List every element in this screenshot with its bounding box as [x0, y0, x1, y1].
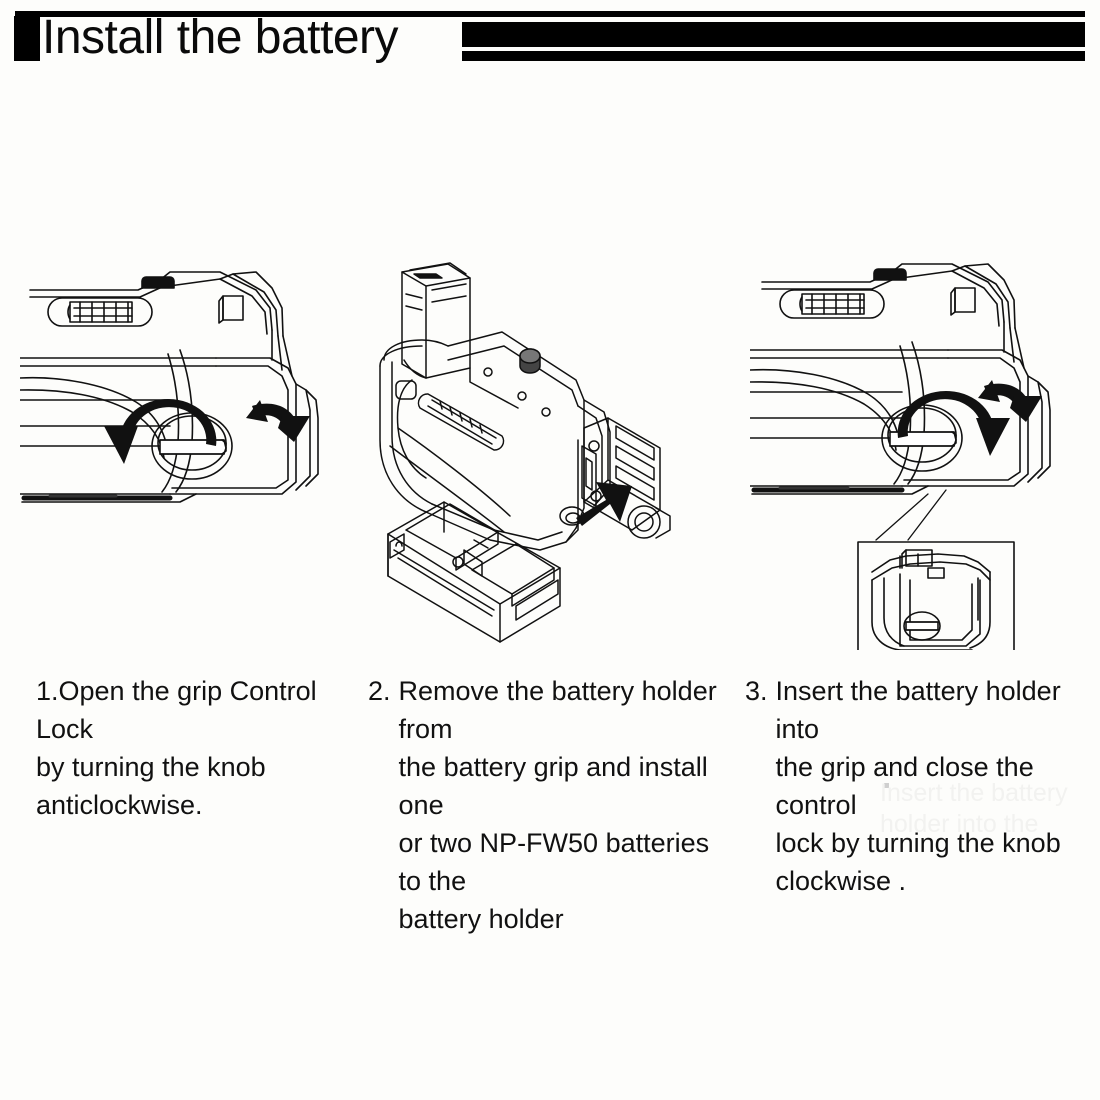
battery-holder-tray: [387, 501, 561, 643]
page-header: Install the battery: [0, 0, 1100, 90]
caption-step-2-number: 2.: [368, 676, 391, 706]
caption-step-3-line-2: the grip and close the control: [775, 752, 1034, 820]
grip-connector-block: [559, 417, 671, 539]
inset-leader-lines: [875, 489, 947, 541]
grip-body-outline: [750, 263, 1051, 495]
caption-step-2-line-3: or two NP-FW50 batteries to the: [398, 828, 710, 896]
battery-grip-body: [379, 331, 611, 551]
caption-step-2-line-1: Remove the battery holder from: [398, 676, 717, 744]
caption-step-2-line-4: battery holder: [398, 904, 564, 934]
inset-detail-box: [857, 541, 1015, 650]
caption-band: 1.Open the grip Control Lock by turning …: [0, 672, 1100, 934]
illustration-band: [0, 250, 1100, 670]
caption-step-1-line-2: by turning the knob: [36, 752, 266, 782]
caption-step-1-line-3: anticlockwise.: [36, 790, 203, 820]
figure-step-3: [750, 250, 1090, 650]
caption-step-3-line-3: lock by turning the knob: [775, 828, 1061, 858]
page-title-text: Install the battery: [42, 11, 399, 64]
page-title: Install the battery: [14, 11, 399, 64]
grip-contact-strip: [417, 393, 505, 451]
turn-direction-arrow: [246, 400, 310, 442]
caption-step-3-line-4: clockwise .: [775, 866, 907, 896]
header-thick-bar: [462, 22, 1085, 47]
battery-pack-vertical: [401, 262, 471, 379]
black-square-bullet-icon: [14, 15, 40, 61]
clockwise-rotation-arrow: [897, 390, 1010, 456]
caption-step-1: 1.Open the grip Control Lock by turning …: [36, 672, 366, 824]
caption-step-2: 2. Remove the battery holder from the ba…: [368, 672, 736, 938]
caption-step-2-line-2: the battery grip and install one: [398, 752, 708, 820]
figure-step-2: [370, 250, 710, 650]
scan-speck: [884, 783, 889, 788]
caption-step-3-line-1: Insert the battery holder into: [775, 676, 1061, 744]
caption-step-3-number: 3.: [745, 676, 768, 706]
insert-direction-arrow: [576, 482, 632, 526]
contact-strip-icon: [47, 297, 153, 327]
caption-step-3: 3. Insert the battery holder into the gr…: [745, 672, 1090, 900]
figure-step-1: [20, 250, 350, 540]
grip-body-outline: [20, 271, 319, 503]
control-lock-knob: [881, 404, 963, 472]
anticlockwise-rotation-arrow: [104, 398, 217, 464]
contact-strip-icon: [779, 289, 885, 319]
turn-direction-arrow: [978, 380, 1042, 422]
header-top-rule: [15, 11, 1085, 17]
header-thin-bar: [462, 51, 1085, 61]
caption-step-1-line-1: 1.Open the grip Control Lock: [36, 676, 317, 744]
inset-knob-detail: [871, 549, 991, 650]
